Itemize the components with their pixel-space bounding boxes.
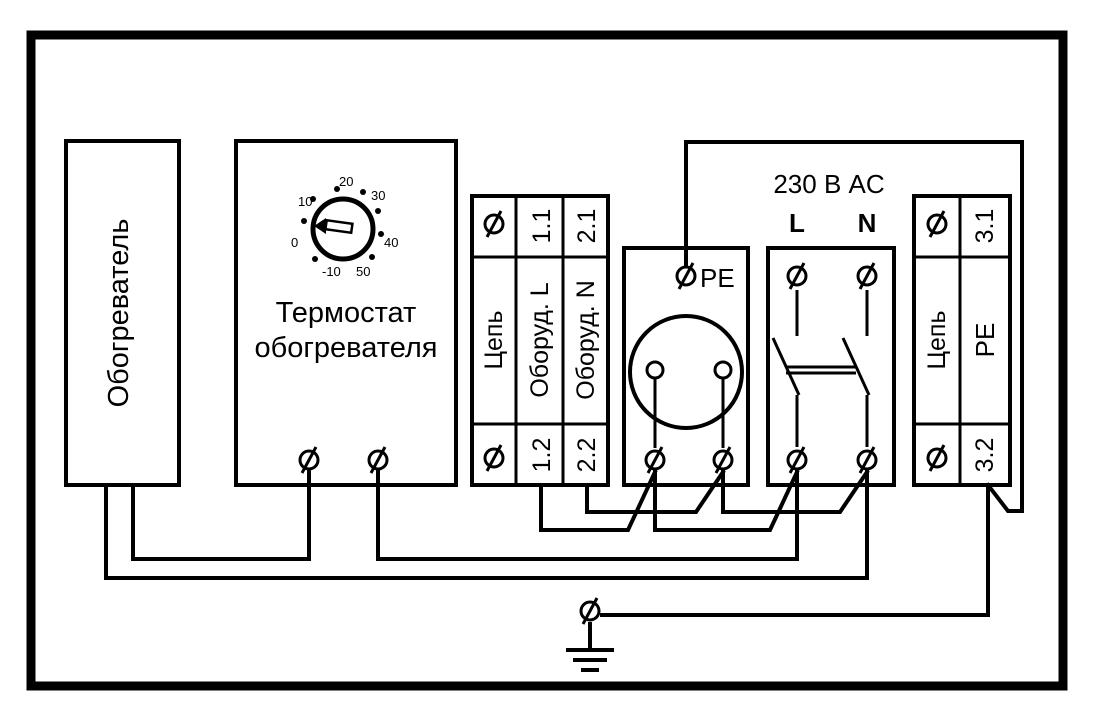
wire-heater-to-n (104, 470, 869, 580)
dial-mark-40: 40 (384, 235, 398, 250)
wire-socket-to-l (653, 469, 800, 532)
wire-socket-to-n (721, 469, 870, 514)
power-l-label: L (789, 208, 805, 238)
ground-icon (566, 596, 614, 672)
block1-label-2-2: 2.2 (573, 438, 601, 473)
heater-box (64, 139, 181, 487)
block1-label-2-1: 2.1 (573, 209, 601, 244)
thermostat-title-line2: обогревателя (254, 332, 437, 364)
block2-circuit-label: Цепь (923, 311, 951, 370)
wire-thermostat-to-l (376, 470, 799, 561)
dial-mark-30: 30 (371, 188, 385, 203)
block2-label-3-1: 3.1 (971, 209, 999, 244)
block1-equip-n-label: Оборуд. N (572, 280, 600, 400)
dial-mark-20: 20 (339, 174, 353, 189)
socket-pe-label: PE (700, 263, 735, 293)
thermostat-dial: -10 0 10 20 30 40 50 (291, 174, 398, 279)
wire-heater-to-thermostat (131, 470, 311, 561)
wire-2-2-to-socket (585, 469, 726, 514)
dial-mark-0: 0 (291, 235, 298, 250)
block2-pe-label: PE (970, 323, 1000, 358)
wire-socket-pe (684, 140, 1024, 513)
heater-label: Обогреватель (103, 219, 135, 408)
power-supply-label: 230 В AC (773, 169, 884, 199)
socket-pin-right (713, 360, 733, 380)
dial-mark-50: 50 (356, 264, 370, 279)
thermostat-title-line1: Термостат (276, 297, 417, 329)
block1-label-1-1: 1.1 (528, 209, 556, 244)
block1-label-1-2: 1.2 (528, 438, 556, 473)
terminal-block-2 (912, 194, 1012, 487)
wires (104, 140, 1024, 617)
block2-label-3-2: 3.2 (971, 438, 999, 473)
power-n-label: N (858, 208, 877, 238)
wire-block2-to-ground (600, 483, 990, 617)
dial-mark-minus10: -10 (322, 264, 341, 279)
block1-equip-l-label: Оборуд. L (526, 282, 554, 397)
socket-face (628, 314, 744, 430)
terminal-block-1 (470, 194, 610, 487)
block1-circuit-label: Цепь (480, 311, 508, 370)
dial-mark-10: 10 (298, 194, 312, 209)
socket-pin-left (645, 360, 665, 380)
dial-pointer-icon (314, 218, 326, 234)
wire-1-2-to-socket (539, 469, 658, 532)
